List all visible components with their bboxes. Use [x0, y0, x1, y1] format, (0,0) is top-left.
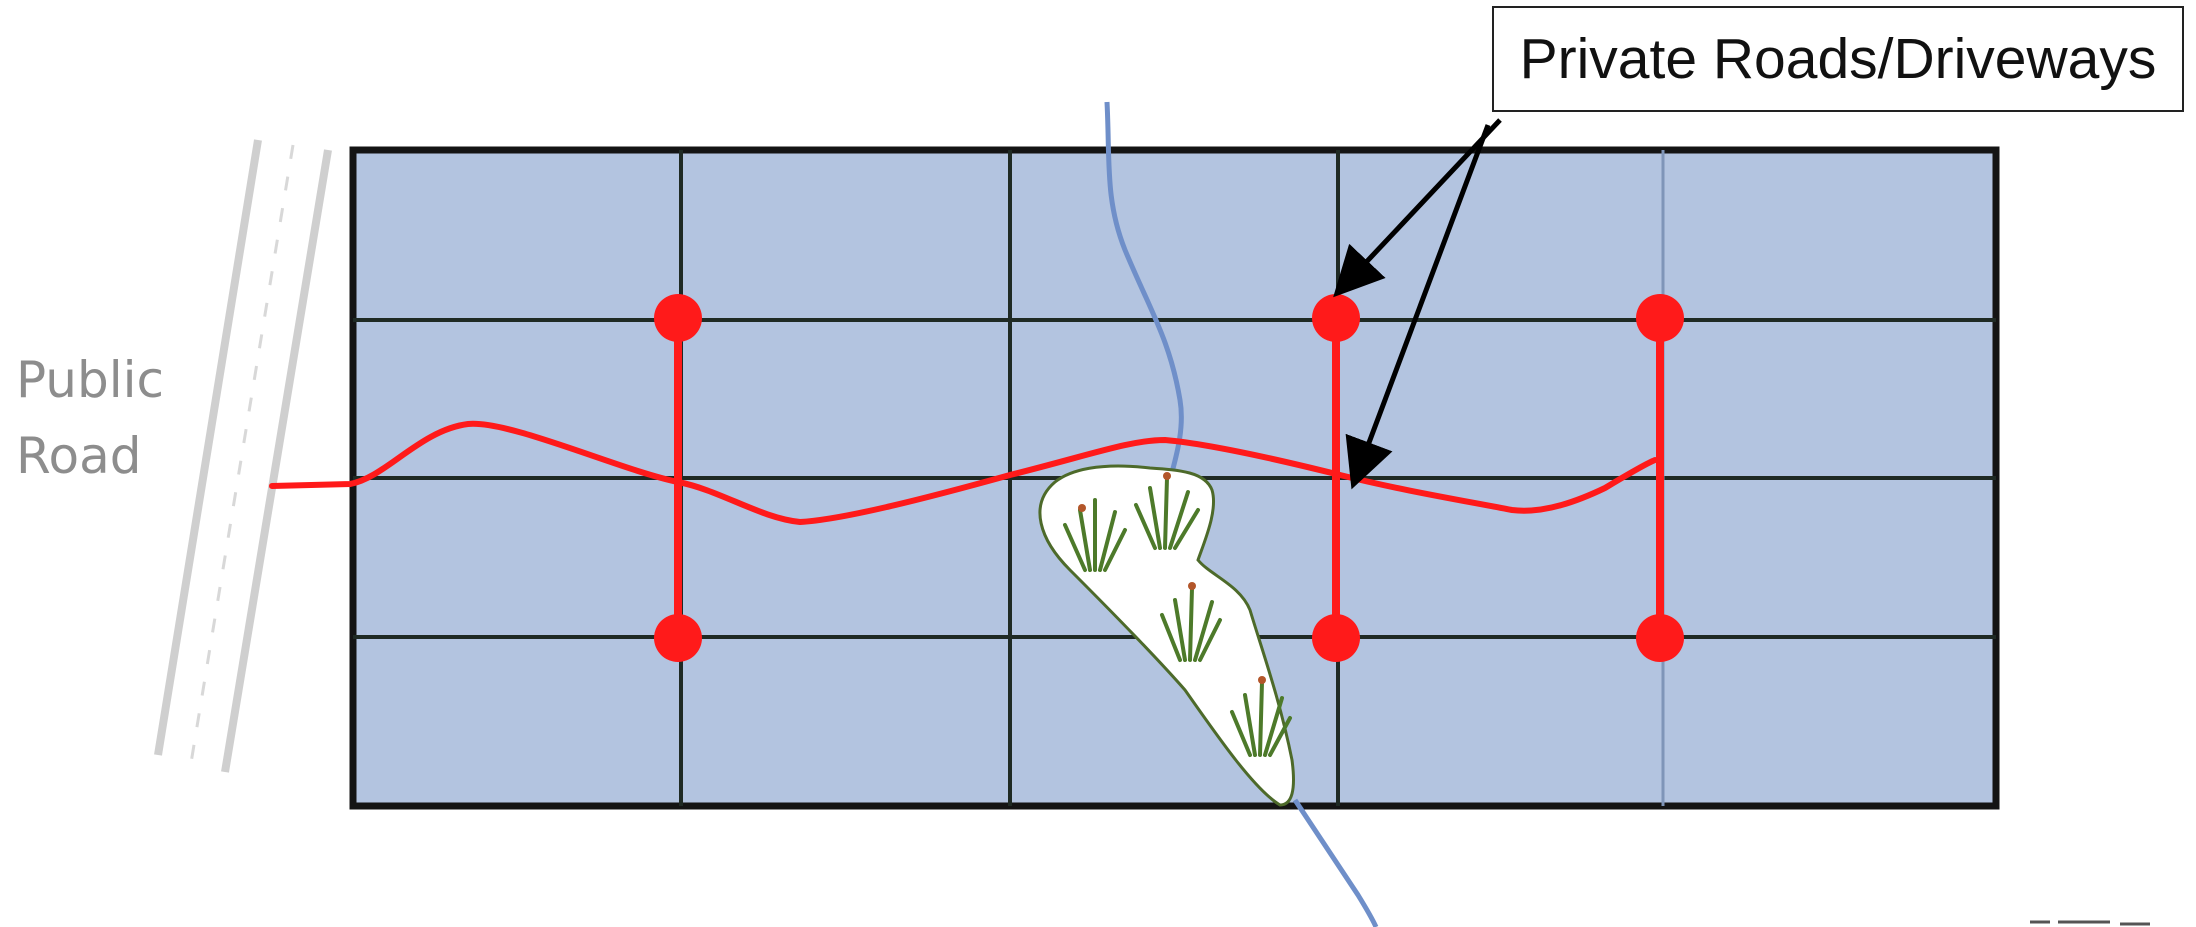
public-road-label: Public Road — [16, 342, 196, 494]
endpoint-dot — [654, 294, 702, 342]
public-road-label-line1: Public — [16, 351, 164, 409]
private-driveways — [269, 314, 1664, 642]
stream — [1104, 101, 1379, 927]
arrow-to-spur-top — [1333, 118, 1502, 298]
endpoint-dot — [1636, 294, 1684, 342]
arrow-to-driveway — [1345, 124, 1491, 490]
callout-text: Private Roads/Driveways — [1519, 27, 2157, 91]
endpoint-dot — [1312, 294, 1360, 342]
driveway-endpoints — [654, 294, 1684, 662]
wetland — [1038, 464, 1295, 807]
endpoint-dot — [1312, 614, 1360, 662]
public-road — [154, 139, 332, 773]
private-roads-callout: Private Roads/Driveways — [1492, 6, 2184, 112]
endpoint-dot — [1636, 614, 1684, 662]
callout-arrows — [1333, 118, 1502, 490]
main-driveway — [269, 420, 1658, 526]
logo-fragment — [2030, 920, 2150, 926]
wetland-grass-icon — [1063, 476, 1292, 757]
public-road-label-line2: Road — [16, 427, 142, 485]
endpoint-dot — [654, 614, 702, 662]
